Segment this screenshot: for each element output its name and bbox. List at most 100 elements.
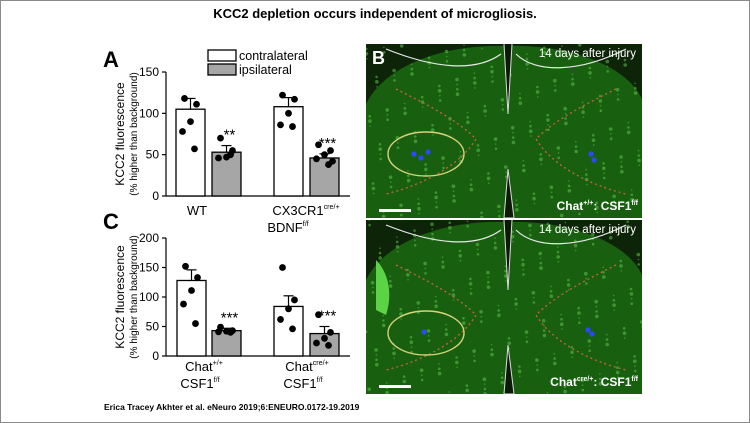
genotype-label: Chat+/+: CSF1f/f bbox=[556, 199, 638, 213]
tissue-speckle bbox=[536, 364, 538, 366]
tissue-speckle bbox=[578, 208, 580, 210]
tissue-speckle bbox=[399, 312, 403, 316]
tissue-speckle bbox=[372, 286, 374, 289]
tissue-speckle bbox=[383, 46, 385, 49]
tissue-speckle bbox=[406, 268, 409, 272]
tissue-speckle bbox=[483, 109, 487, 113]
tissue-speckle bbox=[507, 341, 511, 346]
tissue-speckle bbox=[623, 337, 626, 339]
tissue-speckle bbox=[553, 357, 556, 360]
tissue-speckle bbox=[602, 270, 605, 274]
tissue-speckle bbox=[622, 331, 627, 335]
tissue-speckle bbox=[459, 155, 463, 158]
tissue-speckle bbox=[396, 250, 399, 253]
tissue-speckle bbox=[584, 271, 588, 276]
significance-marker: *** bbox=[221, 309, 239, 326]
panel-label-b: B bbox=[372, 48, 385, 68]
tissue-speckle bbox=[434, 300, 438, 303]
tissue-speckle bbox=[575, 140, 577, 143]
tissue-speckle bbox=[441, 256, 444, 258]
tissue-speckle bbox=[627, 121, 629, 124]
tissue-speckle bbox=[539, 266, 543, 270]
tissue-speckle bbox=[418, 212, 420, 215]
tissue-speckle bbox=[382, 314, 384, 317]
genotype-label: Chatcre/+: CSF1f/f bbox=[550, 375, 638, 389]
tissue-speckle bbox=[407, 170, 409, 172]
tissue-speckle bbox=[563, 106, 567, 111]
tissue-speckle bbox=[438, 99, 442, 102]
tissue-speckle bbox=[438, 367, 441, 371]
tissue-speckle bbox=[472, 349, 476, 353]
tissue-speckle bbox=[501, 108, 505, 111]
tissue-speckle bbox=[560, 318, 563, 321]
tissue-speckle bbox=[581, 388, 585, 392]
tissue-speckle bbox=[535, 90, 540, 94]
category-label: CX3CR1cre/+ bbox=[272, 203, 339, 218]
tissue-speckle bbox=[602, 162, 605, 165]
tissue-speckle bbox=[588, 66, 592, 70]
data-point bbox=[285, 305, 292, 313]
tissue-speckle bbox=[476, 248, 479, 251]
tissue-speckle bbox=[620, 161, 623, 163]
tissue-speckle bbox=[588, 349, 591, 353]
tissue-speckle bbox=[382, 319, 385, 322]
tissue-speckle bbox=[378, 143, 382, 146]
tissue-speckle bbox=[375, 80, 379, 84]
tissue-speckle bbox=[613, 200, 616, 202]
tissue-speckle bbox=[619, 264, 623, 268]
category-label-line2: CSF1f/f bbox=[283, 376, 322, 391]
tissue-speckle bbox=[437, 89, 442, 93]
tissue-speckle bbox=[392, 351, 396, 356]
tissue-speckle bbox=[368, 223, 371, 227]
tissue-speckle bbox=[532, 196, 536, 201]
data-point bbox=[191, 145, 198, 153]
data-point bbox=[313, 339, 320, 347]
data-point bbox=[315, 311, 322, 319]
tissue-speckle bbox=[596, 211, 598, 214]
labelled-cell bbox=[588, 151, 594, 157]
tissue-speckle bbox=[459, 259, 462, 262]
tissue-speckle bbox=[500, 376, 504, 379]
tissue-speckle bbox=[376, 85, 378, 88]
tissue-speckle bbox=[393, 79, 396, 82]
tissue-speckle bbox=[536, 85, 539, 89]
tissue-speckle bbox=[582, 116, 585, 118]
tissue-speckle bbox=[637, 158, 641, 163]
tissue-speckle bbox=[449, 127, 452, 130]
tissue-speckle bbox=[528, 223, 532, 228]
tissue-speckle bbox=[396, 146, 400, 149]
tissue-speckle bbox=[410, 346, 413, 348]
tissue-speckle bbox=[606, 65, 609, 68]
micrograph-image bbox=[366, 44, 642, 218]
tissue-speckle bbox=[399, 203, 403, 208]
tissue-speckle bbox=[525, 336, 528, 338]
tissue-speckle bbox=[385, 382, 388, 384]
tissue-speckle bbox=[564, 117, 567, 120]
tissue-speckle bbox=[580, 378, 585, 383]
tissue-speckle bbox=[531, 291, 536, 295]
tissue-speckle bbox=[578, 212, 581, 216]
tissue-speckle bbox=[493, 137, 498, 141]
data-point bbox=[194, 274, 201, 281]
tissue-speckle bbox=[598, 377, 602, 381]
data-point bbox=[180, 300, 187, 308]
tissue-speckle bbox=[425, 173, 427, 176]
tissue-speckle bbox=[409, 340, 414, 344]
tissue-speckle bbox=[615, 370, 620, 375]
tissue-speckle bbox=[512, 131, 514, 134]
tissue-speckle bbox=[599, 109, 603, 112]
tissue-speckle bbox=[490, 352, 494, 357]
tissue-speckle bbox=[486, 176, 491, 181]
tissue-speckle bbox=[603, 176, 606, 180]
tissue-speckle bbox=[567, 189, 572, 193]
tissue-speckle bbox=[620, 270, 623, 272]
tissue-speckle bbox=[532, 301, 536, 304]
significance-marker: *** bbox=[319, 135, 337, 152]
tissue-speckle bbox=[445, 55, 448, 58]
tissue-speckle bbox=[598, 99, 603, 103]
tissue-speckle bbox=[571, 77, 574, 81]
tissue-speckle bbox=[420, 95, 424, 99]
data-point bbox=[277, 121, 284, 129]
